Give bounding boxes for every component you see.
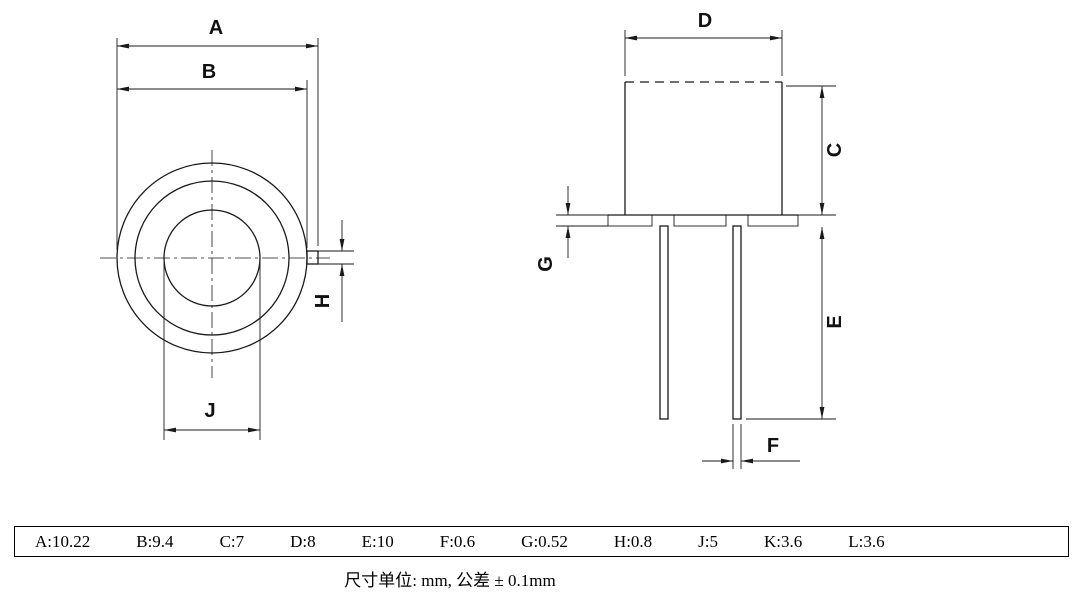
dim-value-c: C:7 xyxy=(219,531,245,551)
dim-d: D xyxy=(624,10,783,76)
dim-e-label: E xyxy=(824,315,846,328)
dim-value-f: F:0.6 xyxy=(439,531,476,551)
dim-g-label: G xyxy=(535,256,557,272)
dim-value-e: E:10 xyxy=(361,531,394,551)
dim-f: F xyxy=(702,424,800,469)
dim-j: J xyxy=(163,262,261,440)
dim-d-label: D xyxy=(698,10,712,32)
pin-right xyxy=(732,225,742,420)
dim-h: H xyxy=(312,220,354,322)
side-view: D C G E xyxy=(535,10,846,469)
dim-h-label: H xyxy=(312,294,334,308)
side-tab xyxy=(306,250,319,265)
dim-a-label: A xyxy=(209,17,223,39)
pin-left xyxy=(659,225,669,420)
dim-j-label: J xyxy=(204,400,215,422)
dim-value-a: A:10.22 xyxy=(35,531,91,551)
dim-value-d: D:8 xyxy=(290,531,316,551)
drawing-canvas: A B H J xyxy=(100,10,846,469)
dim-value-b: B:9.4 xyxy=(136,531,174,551)
dim-c-label: C xyxy=(824,143,846,157)
flange xyxy=(607,214,799,227)
dim-b-label: B xyxy=(202,61,216,83)
dim-g: G xyxy=(535,186,608,272)
dim-b: B xyxy=(117,61,308,248)
dim-e: E xyxy=(746,227,846,420)
dim-a: A xyxy=(116,17,319,250)
dim-value-h: H:0.8 xyxy=(613,531,653,551)
dim-value-j: J:5 xyxy=(698,531,719,551)
dim-value-g: G:0.52 xyxy=(521,531,568,551)
dimension-table: A:10.22 B:9.4 C:7 D:8 E:10 F:0.6 G:0.52 … xyxy=(14,526,1069,557)
flange-segment-right xyxy=(747,214,799,227)
flange-segment-left xyxy=(607,214,653,227)
footer-note-wrap: 尺寸单位: mm, 公差 ± 0.1mm xyxy=(0,566,900,591)
dim-c: C xyxy=(786,85,846,216)
unit-tolerance-note: 尺寸单位: mm, 公差 ± 0.1mm xyxy=(344,571,556,590)
dim-value-l: L:3.6 xyxy=(848,531,885,551)
flange-segment-middle xyxy=(673,214,727,227)
top-view: A B H J xyxy=(100,17,354,440)
dim-f-label: F xyxy=(767,435,779,457)
dim-value-k: K:3.6 xyxy=(764,531,803,551)
